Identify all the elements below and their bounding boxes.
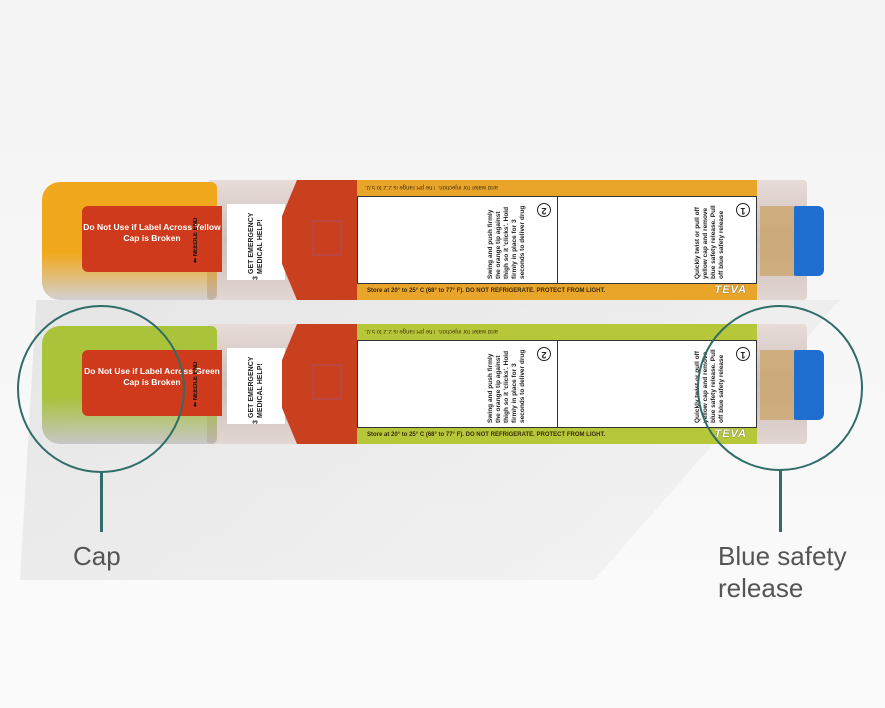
cap-callout-circle bbox=[17, 305, 185, 473]
red-band bbox=[282, 324, 357, 444]
cap-callout-line bbox=[100, 472, 103, 532]
step-3-panel: 3 GET EMERGENCY MEDICAL HELP! bbox=[227, 348, 285, 424]
arrow-icon: ⬅ bbox=[193, 401, 199, 407]
instruction-label: and water for injection. The pH range is… bbox=[357, 324, 757, 444]
needle-end-text: ⬅ NEEDLE END bbox=[193, 361, 199, 407]
auto-injector-pen-yellow: Do Not Use if Label Across Yellow Cap is… bbox=[42, 176, 832, 304]
cap-warning-label: Do Not Use if Label Across Yellow Cap is… bbox=[82, 206, 222, 272]
label-top-text: and water for injection. The pH range is… bbox=[365, 184, 498, 190]
release-callout-circle bbox=[697, 305, 863, 471]
storage-text: Store at 20° to 25° C (68° to 77° F). DO… bbox=[367, 288, 606, 294]
instruction-label: and water for injection. The pH range is… bbox=[357, 180, 757, 300]
viewing-window bbox=[312, 220, 342, 256]
release-callout-line bbox=[779, 470, 782, 532]
blue-safety-release-label: Blue safety release bbox=[718, 541, 847, 603]
needle-end-text: ⬅ NEEDLE END bbox=[193, 217, 199, 263]
arrow-icon: ⬅ bbox=[193, 257, 199, 263]
cap-label: Cap bbox=[73, 541, 121, 571]
teva-logo: TEVA bbox=[714, 284, 747, 296]
storage-text: Store at 20° to 25° C (68° to 77° F). DO… bbox=[367, 432, 606, 438]
blue-safety-release bbox=[794, 206, 824, 276]
viewing-window bbox=[312, 364, 342, 400]
label-top-text: and water for injection. The pH range is… bbox=[365, 328, 498, 334]
pen-end-window bbox=[760, 206, 796, 276]
red-band bbox=[282, 180, 357, 300]
step-3-panel: 3 GET EMERGENCY MEDICAL HELP! bbox=[227, 204, 285, 280]
